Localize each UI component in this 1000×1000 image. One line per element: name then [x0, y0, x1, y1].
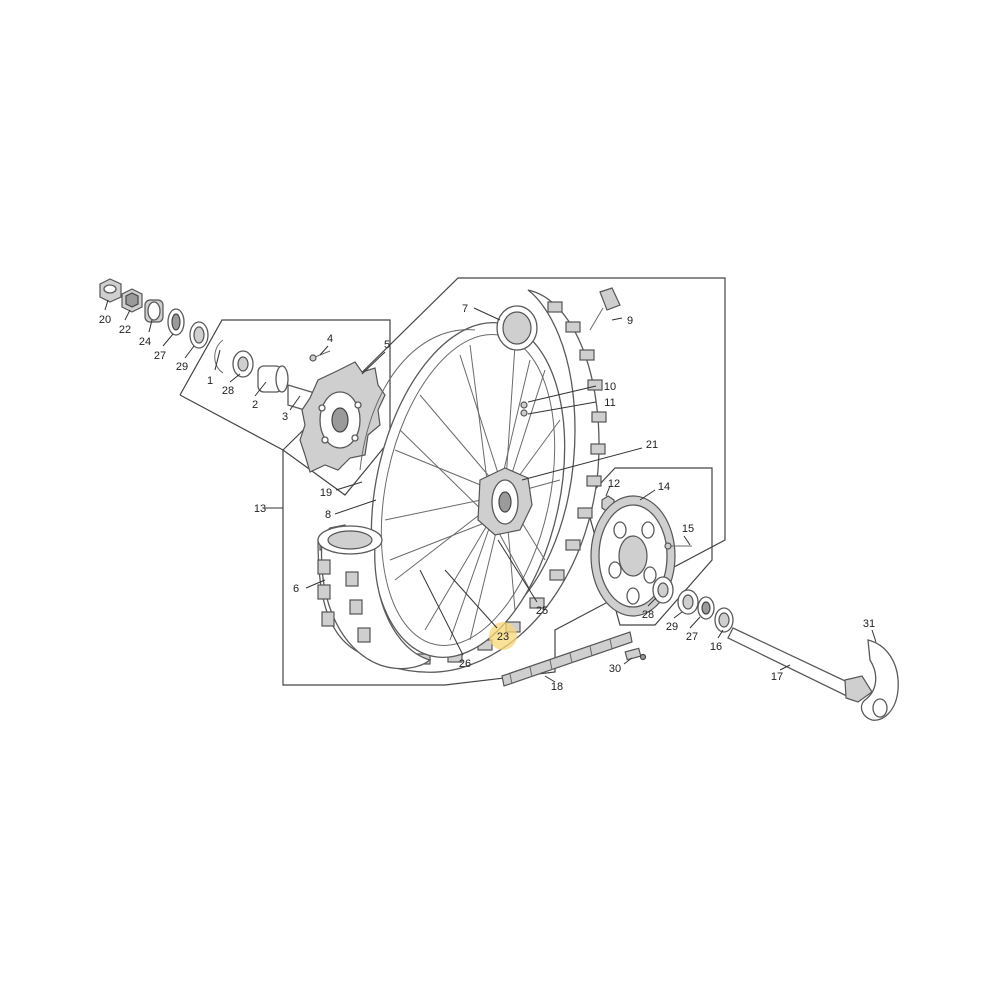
callout-27-left: 27: [154, 350, 166, 362]
callout-8: 8: [325, 509, 331, 521]
seal-27-left: [167, 308, 185, 336]
callout-2: 2: [252, 399, 258, 411]
bearing-28-right: [652, 576, 674, 604]
callout-29-left: 29: [176, 361, 188, 373]
inner-tube-7: [496, 305, 538, 351]
chain-18: [501, 631, 633, 687]
callout-19: 19: [320, 487, 332, 499]
leader-lines: [104, 299, 877, 683]
callout-20: 20: [99, 314, 111, 326]
wheel-assembly-frame: [282, 277, 726, 686]
callout-11: 11: [604, 397, 615, 409]
callout-18: 18: [551, 681, 563, 693]
sprocket-assembly-frame: [584, 467, 713, 626]
callout-30: 30: [609, 663, 621, 675]
callout-9: 9: [627, 315, 633, 327]
rim-band-19: [359, 329, 476, 471]
callout-21: 21: [646, 439, 658, 451]
callout-1: 1: [207, 375, 213, 387]
callout-28-right: 28: [642, 609, 654, 621]
bolt-4: [309, 350, 331, 362]
callout-12: 12: [608, 478, 620, 490]
callout-5: 5: [384, 339, 390, 351]
bolt-15: [664, 542, 692, 550]
callout-14: 14: [658, 481, 670, 493]
bolts-10-11: [520, 401, 528, 417]
tyre-front-6: [317, 525, 432, 670]
callout-31: 31: [863, 618, 875, 630]
callout-23: 23: [497, 631, 509, 643]
nut-20: [99, 278, 122, 303]
callout-25: 25: [536, 605, 548, 617]
callout-17: 17: [771, 671, 783, 683]
valve-9: [589, 287, 621, 331]
callout-29-right: 29: [666, 621, 678, 633]
highlight-23: [489, 622, 517, 650]
spacer-16: [714, 607, 734, 633]
callout-16: 16: [710, 641, 722, 653]
chain-adjuster-31: [860, 639, 899, 721]
spacer-24: [144, 299, 164, 323]
bearing-29-left: [189, 321, 209, 349]
callout-22: 22: [119, 324, 131, 336]
callout-6: 6: [293, 583, 299, 595]
brake-disc-5: [299, 361, 386, 473]
callout-7: 7: [462, 303, 468, 315]
callout-28-left: 28: [222, 385, 234, 397]
hub-21: [477, 467, 533, 536]
callout-15: 15: [682, 523, 694, 535]
callout-13: 13: [254, 503, 266, 515]
callout-labels: 1 2 3 4 5 6 7 8 9 10 11 12 13 14 15 16 1…: [99, 303, 875, 693]
spacer-2: [257, 365, 289, 393]
bearing-29-right: [677, 589, 699, 615]
circlip-1: [214, 339, 224, 374]
callout-27-right: 27: [686, 631, 698, 643]
callout-3: 3: [282, 411, 288, 423]
bearing-28-left: [232, 350, 254, 378]
seal-27-right: [697, 596, 715, 620]
callout-26: 26: [459, 658, 471, 670]
nut-22: [121, 288, 143, 313]
master-link-30: [624, 647, 647, 661]
callout-24: 24: [139, 336, 151, 348]
callout-4: 4: [327, 333, 333, 345]
axle-17: [727, 627, 873, 703]
callout-10: 10: [604, 381, 616, 393]
